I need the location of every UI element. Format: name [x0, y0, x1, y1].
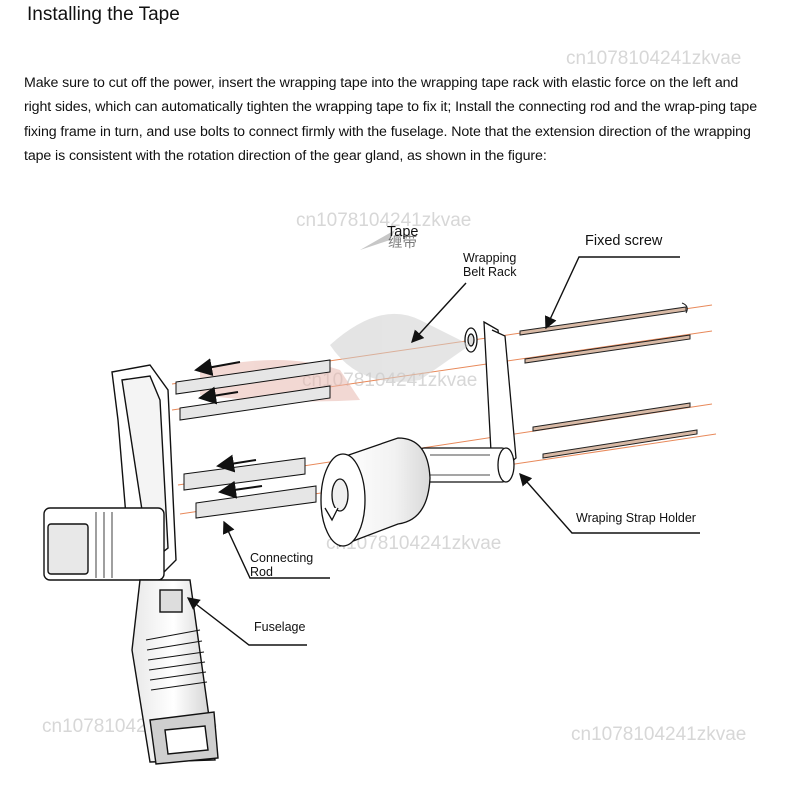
label-connecting-rod: Connecting Rod: [250, 551, 314, 579]
leader-lines: [186, 256, 700, 646]
watermark: cn1078104241zkvae: [566, 48, 742, 69]
watermark: cn1078104241zkvae: [571, 724, 747, 745]
label-wrapping-belt-rack: Wrapping Belt Rack: [463, 251, 517, 279]
watermark: cn1078104241zkvae: [296, 210, 472, 231]
label-wrapping-strap-holder: Wraping Strap Holder: [576, 511, 696, 525]
connecting-rods: [175, 359, 331, 519]
page-title: Installing the Tape: [27, 4, 180, 25]
tape-stream: [200, 230, 470, 402]
tape-roll: [320, 437, 431, 547]
label-fuselage: Fuselage: [254, 620, 306, 634]
watermark: cn1078104241zkvae: [326, 533, 502, 554]
strap-holder-frame: [419, 320, 517, 483]
label-tape: Tape: [387, 224, 419, 240]
fuselage: [43, 364, 219, 765]
label-tape-cn: 缠带: [388, 235, 417, 251]
fixed-screws: [519, 302, 698, 459]
label-fixed-screw: Fixed screw: [585, 233, 663, 249]
motion-arrows: [194, 358, 263, 499]
instruction-paragraph: Make sure to cut off the power, insert t…: [24, 75, 757, 165]
